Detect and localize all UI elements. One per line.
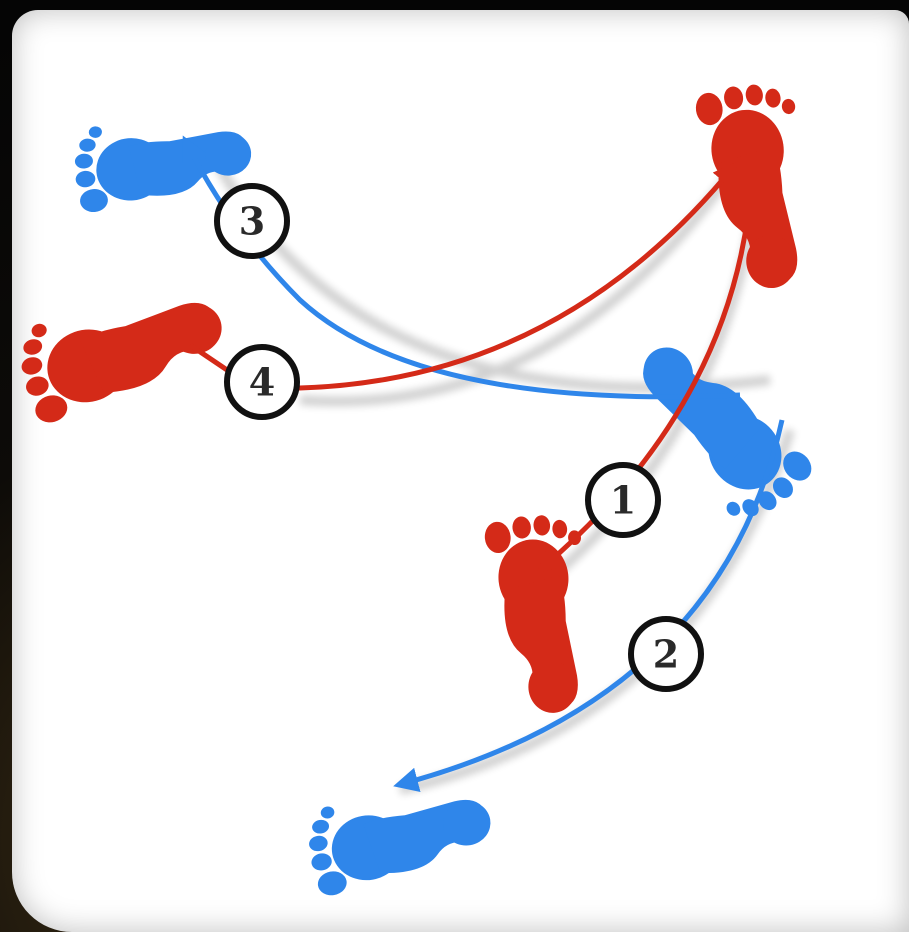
step-badge-4-label: 4 (249, 360, 275, 405)
step-badge-1-label: 1 (610, 478, 636, 523)
step-badge-3-label: 3 (239, 199, 265, 244)
footstep-diagram: 3 4 1 2 (12, 78, 820, 898)
step-badge-4: 4 (224, 344, 300, 420)
path-shadows (205, 147, 795, 795)
diagram-panel: 3 4 1 2 (12, 10, 909, 932)
step-badge-3: 3 (214, 183, 290, 259)
red-foot-center (483, 510, 599, 719)
step-badge-2: 2 (628, 616, 704, 692)
blue-foot-bottom (302, 779, 499, 898)
step-badge-1: 1 (585, 462, 661, 538)
red-foot-top-right (693, 78, 820, 296)
step-1-path (536, 171, 755, 574)
step-badge-2-label: 2 (653, 632, 679, 677)
